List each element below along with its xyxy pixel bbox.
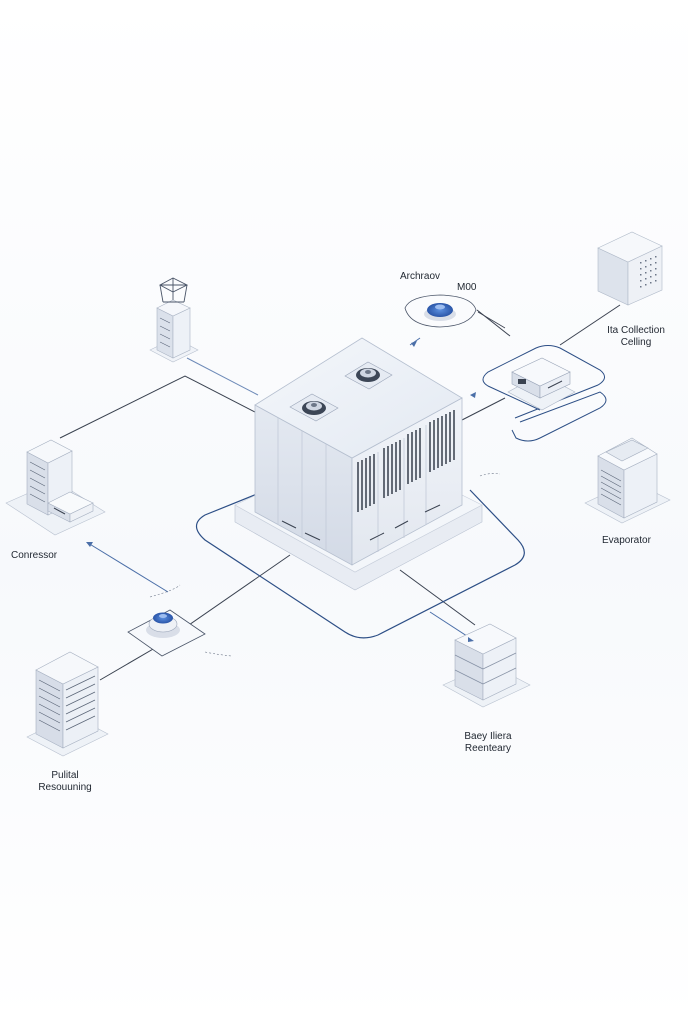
data-collection-cube-icon (597, 231, 663, 306)
label-bottom-left-line2: Resouuning (38, 782, 92, 793)
storage-stack-icon (442, 623, 531, 708)
label-bottom-left-line1: Pulital (51, 770, 79, 781)
compressor-building-icon (5, 439, 106, 536)
antenna-tower-icon (149, 277, 199, 363)
label-bottom-right-line2: Reenteary (464, 743, 512, 754)
label-data-collection-line2: Celling (620, 337, 652, 348)
label-mod: M00 (457, 282, 477, 293)
hub-unit-icon (507, 357, 576, 411)
label-bottom-left: Pulital Resouuning (28, 770, 102, 794)
label-bottom-right-line1: Baey Iliera (464, 731, 512, 742)
archive-fan-icon (404, 294, 506, 329)
label-evaporator: Evaporator (602, 535, 651, 546)
hub-loop (482, 345, 605, 419)
flow-arrows (86, 341, 476, 642)
label-data-collection: Ita Collection Celling (596, 325, 676, 349)
label-compressor: Conressor (11, 550, 58, 561)
label-bottom-right: Baey Iliera Reenteary (448, 731, 528, 755)
fan-icon (344, 361, 393, 390)
label-archive: Archraov (400, 271, 441, 282)
refrigerant-loop (195, 489, 525, 639)
evaporator-icon (584, 437, 671, 524)
pump-fan-icon (127, 584, 233, 657)
label-data-collection-line1: Ita Collection (607, 325, 665, 336)
tall-building-icon (26, 651, 109, 757)
fan-icon (289, 393, 339, 422)
main-unit-icon (234, 337, 483, 591)
vent-grille (357, 410, 455, 512)
